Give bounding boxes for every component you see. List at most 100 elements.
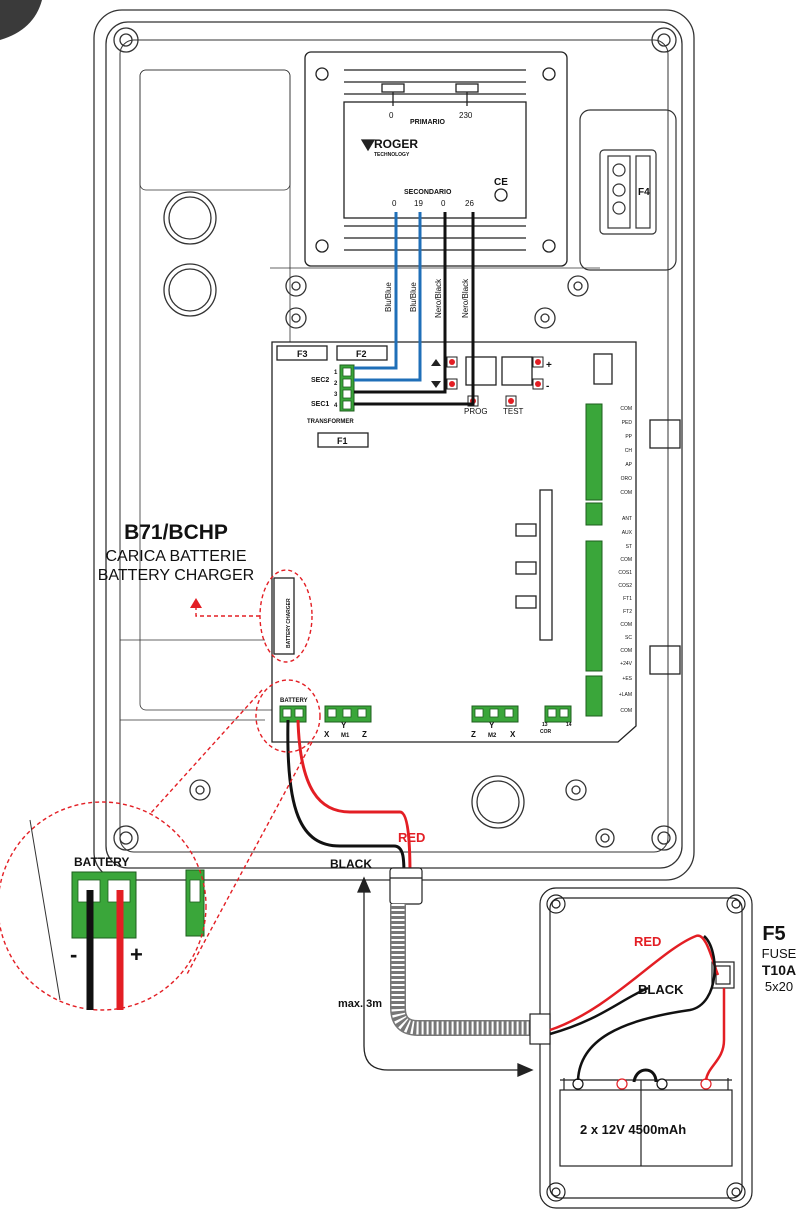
fuse-f5-caption: F5 FUSE T10A 5x20 <box>762 923 797 994</box>
terminal-label: COM <box>620 708 632 714</box>
cable-red <box>296 719 412 877</box>
y-label-m2: Y <box>489 721 495 730</box>
wire-labels: Blu/Blue Blu/Blue Nero/Black Nero/Black <box>384 278 470 318</box>
terminal-label: SC <box>625 635 632 641</box>
pin-3: 3 <box>334 392 338 398</box>
fuse-f2-label: F2 <box>356 349 367 359</box>
wire-black-2 <box>354 212 475 406</box>
terminal-label: +24V <box>620 661 632 667</box>
secondary-tap-19: 19 <box>414 199 423 208</box>
primary-label: PRIMARIO <box>410 119 446 126</box>
fuse-f3-label: F3 <box>297 349 308 359</box>
terminal-slots <box>77 367 569 903</box>
charger-caption: B71/BCHP CARICA BATTERIE BATTERY CHARGER <box>98 521 254 584</box>
terminal-label: PP <box>625 434 632 440</box>
battery-spec-label: 2 x 12V 4500mAh <box>580 1122 686 1137</box>
terminal-label: FT1 <box>623 596 632 602</box>
z-label-m2: Z <box>471 730 476 739</box>
x-label-m2: X <box>510 730 516 739</box>
wire-blue-1 <box>354 212 398 370</box>
test-label: TEST <box>503 407 524 416</box>
transformer-text: 0 230 PRIMARIO ROGER TECHNOLOGY CE SECON… <box>374 111 508 208</box>
terminal-label: ANT <box>622 516 632 522</box>
z-label-m1: Z <box>362 730 367 739</box>
detail-plus: + <box>130 942 143 967</box>
x-label-m1: X <box>324 730 330 739</box>
box-black-label: BLACK <box>638 982 684 997</box>
detail-edge <box>29 819 61 1001</box>
cable-black-label: BLACK <box>330 857 372 871</box>
prog-label: PROG <box>464 407 488 416</box>
wire-label-blue-1: Blu/Blue <box>384 282 393 312</box>
terminal-label: AUX <box>622 530 633 536</box>
charger-line1: CARICA BATTERIE <box>105 548 246 565</box>
f4-fuse-holder <box>579 109 677 271</box>
cor-label: COR <box>540 729 552 735</box>
detail-text: BATTERY - + <box>70 855 143 967</box>
pin-1: 1 <box>334 370 338 376</box>
battery-box-labels: RED BLACK 2 x 12V 4500mAh <box>580 934 686 1137</box>
corner-badge <box>0 0 42 40</box>
length-indicator <box>357 876 534 1077</box>
brand-technology: TECHNOLOGY <box>374 152 410 158</box>
cable-labels: RED BLACK max. 3m <box>330 830 425 1010</box>
max-length-label: max. 3m <box>338 998 382 1010</box>
terminal-label: ST <box>626 544 632 550</box>
secondary-tap-0a: 0 <box>392 199 397 208</box>
secondary-tap-26: 26 <box>465 199 474 208</box>
terminal-label: FT2 <box>623 609 632 615</box>
brand-roger: ROGER <box>374 137 418 151</box>
y-label-m1: Y <box>341 721 347 730</box>
terminal-label: AP <box>625 462 632 468</box>
m2-label: M2 <box>488 733 497 739</box>
callout-arrow <box>190 598 202 608</box>
ce-mark: CE <box>494 177 508 188</box>
fuse-f1-label: F1 <box>337 436 348 446</box>
terminal-label: PED <box>622 420 633 426</box>
fuse-f4-label: F4 <box>638 187 650 198</box>
terminal-label: COM <box>620 622 632 628</box>
battery-terminal-label: BATTERY <box>280 698 308 704</box>
wire-black-1 <box>354 212 447 394</box>
secondary-tap-0b: 0 <box>441 199 446 208</box>
pin-2: 2 <box>334 381 338 387</box>
board-text: F3 F2 F1 F4 SEC2 SEC1 1 2 3 4 TRANSFORME… <box>280 187 650 739</box>
cable-red-label: RED <box>398 830 425 845</box>
control-board <box>271 341 681 743</box>
minus-label: - <box>546 381 549 392</box>
wire-blue-2 <box>354 212 422 382</box>
terminal-label: COM <box>620 406 632 412</box>
battery-charger-slot-label: BATTERY CHARGER <box>286 598 292 648</box>
fuse-f5-line2: T10A <box>762 962 796 978</box>
fuse-f5-title: F5 <box>762 923 785 945</box>
box-red-label: RED <box>634 934 661 949</box>
sec2-label: SEC2 <box>311 377 329 384</box>
primary-tap-230: 230 <box>459 111 473 120</box>
primary-tap-0: 0 <box>389 111 394 120</box>
transformer-terminal-label: TRANSFORMER <box>307 419 354 425</box>
cable-conduit <box>389 867 548 1036</box>
secondary-label: SECONDARIO <box>404 189 452 196</box>
transformer-wires <box>354 212 475 406</box>
box-wires <box>549 934 726 1081</box>
wire-label-black-2: Nero/Black <box>461 278 470 318</box>
detail-cables <box>86 890 124 1010</box>
terminal-label: COM <box>620 490 632 496</box>
plus-label: + <box>546 360 552 371</box>
battery-box <box>529 887 753 1209</box>
charger-title: B71/BCHP <box>124 521 228 544</box>
terminal-label: COM <box>620 648 632 654</box>
terminal-label: +LAM <box>619 692 632 698</box>
callouts <box>0 569 321 1011</box>
wire-label-blue-2: Blu/Blue <box>409 282 418 312</box>
charger-line2: BATTERY CHARGER <box>98 567 254 584</box>
detail-battery-label: BATTERY <box>74 855 129 869</box>
right-terminal-labels: COM PED PP CH AP ORO COM ANT AUX ST COM … <box>618 406 632 714</box>
pin-13-label: 13 <box>542 722 548 728</box>
terminal-label: +ES <box>622 676 632 682</box>
terminal-label: COM <box>620 557 632 563</box>
detail-minus: - <box>70 942 77 967</box>
pin-14-label: 14 <box>566 722 572 728</box>
fuse-f5-line1: FUSE <box>762 946 797 961</box>
